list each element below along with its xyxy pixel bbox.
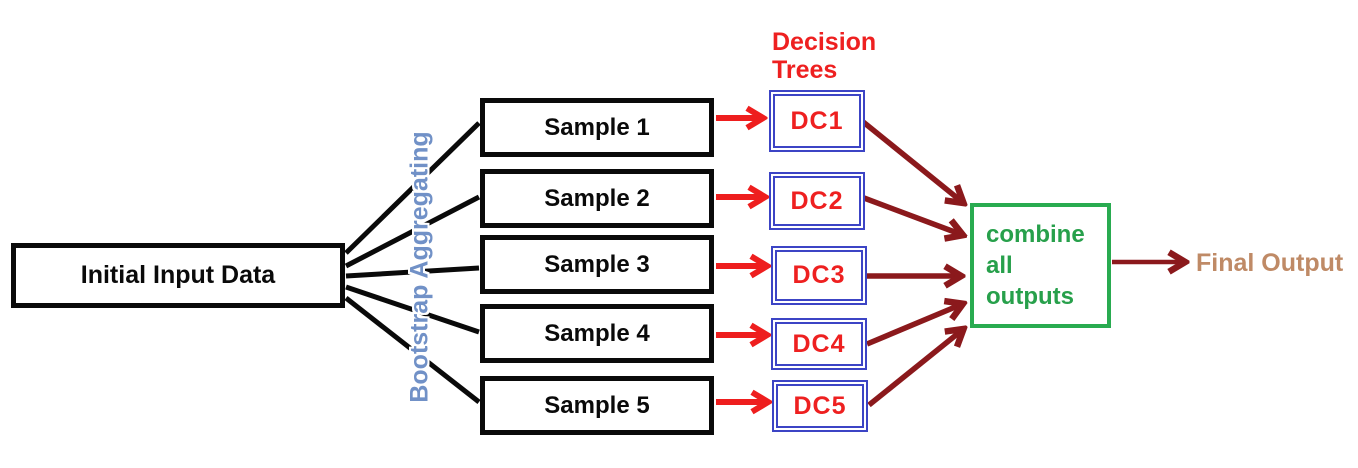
dc2-box: DC2 — [769, 172, 865, 230]
dc5-label: DC5 — [793, 391, 847, 420]
dc5-box: DC5 — [772, 380, 868, 432]
sample-to-tree-arrows — [716, 118, 765, 402]
sample-4-box: Sample 4 — [480, 304, 714, 363]
sample-1-label: Sample 1 — [544, 113, 650, 141]
sample-3-label: Sample 3 — [544, 250, 650, 278]
sample-2-box: Sample 2 — [480, 169, 714, 228]
sample-4-label: Sample 4 — [544, 319, 650, 347]
combine-outputs-box: combine all outputs — [970, 203, 1111, 328]
dc3-box: DC3 — [771, 246, 867, 305]
sample-2-label: Sample 2 — [544, 184, 650, 212]
bootstrap-aggregating-label: Bootstrap Aggregating — [405, 131, 434, 403]
sample-5-box: Sample 5 — [480, 376, 714, 435]
initial-input-data-box: Initial Input Data — [11, 243, 345, 308]
decision-trees-heading: Decision Trees — [772, 28, 877, 84]
sample-3-box: Sample 3 — [480, 235, 714, 294]
dc4-label: DC4 — [792, 329, 846, 358]
dc4-box: DC4 — [771, 318, 867, 370]
dc1-box: DC1 — [769, 90, 865, 152]
initial-input-data-label: Initial Input Data — [80, 261, 276, 289]
dc2-label: DC2 — [790, 186, 844, 215]
sample-1-box: Sample 1 — [480, 98, 714, 157]
dc1-label: DC1 — [790, 106, 844, 135]
bootstrap-fan-lines — [344, 121, 481, 404]
tree-to-combine-arrows — [860, 118, 961, 408]
final-output-label: Final Output — [1196, 249, 1344, 277]
sample-5-label: Sample 5 — [544, 391, 650, 419]
dc3-label: DC3 — [792, 261, 846, 289]
